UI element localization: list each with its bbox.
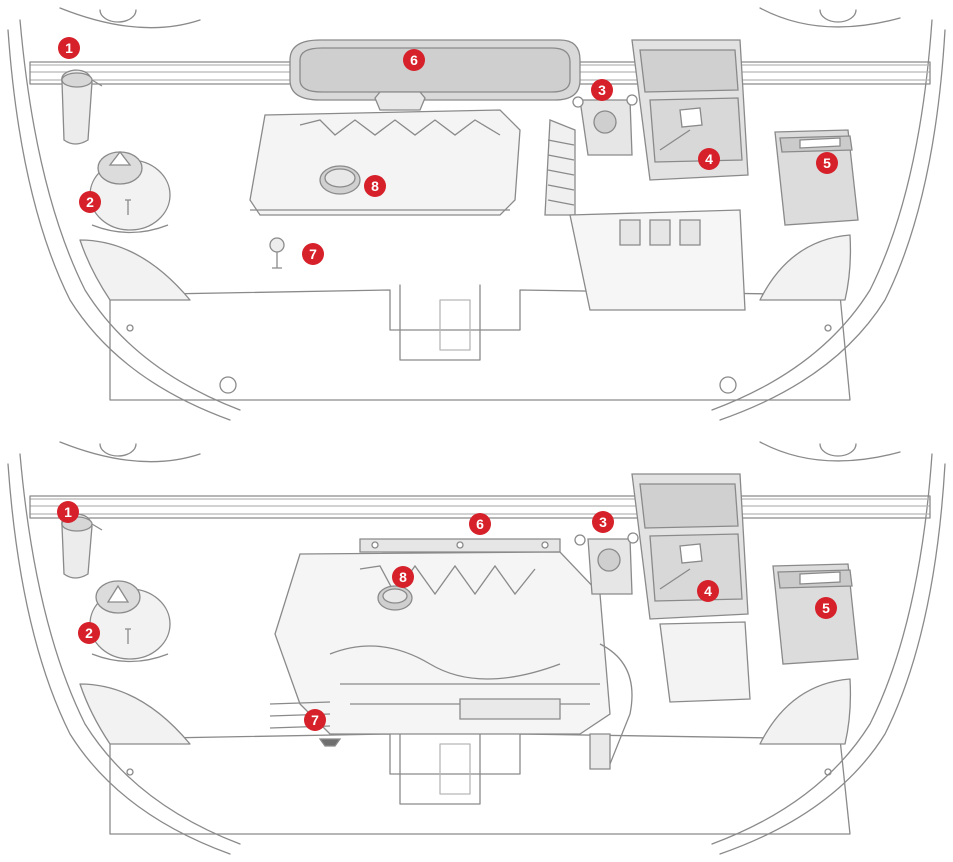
- callout-8-bottom-label: 8: [399, 569, 407, 585]
- intake-hose: [545, 120, 575, 215]
- washer-fluid-reservoir-bottom: [62, 514, 102, 578]
- callout-2-bottom: 2: [78, 622, 100, 644]
- battery-bottom: [632, 474, 750, 702]
- callout-8-label: 8: [371, 178, 379, 194]
- callout-6-bottom: 6: [469, 513, 491, 535]
- ecu-housing: [570, 210, 745, 310]
- callout-4-bottom: 4: [697, 580, 719, 602]
- callout-3: 3: [591, 79, 613, 101]
- battery: [632, 40, 748, 180]
- fuel-rail-cover: [360, 539, 560, 552]
- callout-4: 4: [698, 148, 720, 170]
- callout-8: 8: [364, 175, 386, 197]
- oil-dipstick: [270, 238, 284, 268]
- callout-1: 1: [58, 37, 80, 59]
- fuse-box-bottom: [773, 564, 858, 664]
- engine-bay-illustration-bottom: 1 2 3 4 5 6 7 8: [0, 434, 953, 862]
- engine-bay-diagram-top: 1 2 3 4 5 6 7 8: [0, 0, 953, 428]
- callout-7-label: 7: [309, 246, 317, 262]
- coolant-reservoir-bottom: [90, 581, 170, 662]
- engine-bay-diagram-bottom: 1 2 3 4 5 6 7 8: [0, 434, 953, 862]
- right-fender-outline: [720, 30, 945, 420]
- callout-6: 6: [403, 49, 425, 71]
- callout-3-label: 3: [598, 82, 606, 98]
- callout-2-bottom-label: 2: [85, 625, 93, 641]
- air-filter-housing: [290, 40, 580, 110]
- callout-3-bottom-label: 3: [599, 514, 607, 530]
- engine-block: [270, 552, 632, 769]
- oil-dipstick-bottom: [320, 739, 340, 746]
- callout-1-bottom-label: 1: [64, 504, 72, 520]
- callout-2: 2: [79, 191, 101, 213]
- callout-5: 5: [816, 152, 838, 174]
- washer-fluid-reservoir: [62, 70, 102, 144]
- callout-4-bottom-label: 4: [704, 583, 712, 599]
- engine-cover: [250, 110, 520, 215]
- callout-5-bottom-label: 5: [822, 600, 830, 616]
- callout-1-label: 1: [65, 40, 73, 56]
- brake-fluid-reservoir: [573, 95, 637, 155]
- coolant-reservoir: [90, 152, 170, 233]
- oil-filler-cap: [320, 166, 360, 194]
- callout-8-bottom: 8: [392, 566, 414, 588]
- callout-7-bottom: 7: [304, 709, 326, 731]
- callout-5-bottom: 5: [815, 597, 837, 619]
- callout-5-label: 5: [823, 155, 831, 171]
- callout-3-bottom: 3: [592, 511, 614, 533]
- callout-7: 7: [302, 243, 324, 265]
- callout-6-bottom-label: 6: [476, 516, 484, 532]
- callout-4-label: 4: [705, 151, 713, 167]
- callout-7-bottom-label: 7: [311, 712, 319, 728]
- oil-filler-cap-bottom: [378, 586, 412, 610]
- callout-6-label: 6: [410, 52, 418, 68]
- fuse-box: [775, 130, 858, 225]
- engine-bay-illustration-top: 1 2 3 4 5 6 7 8: [0, 0, 953, 428]
- callout-1-bottom: 1: [57, 501, 79, 523]
- callout-2-label: 2: [86, 194, 94, 210]
